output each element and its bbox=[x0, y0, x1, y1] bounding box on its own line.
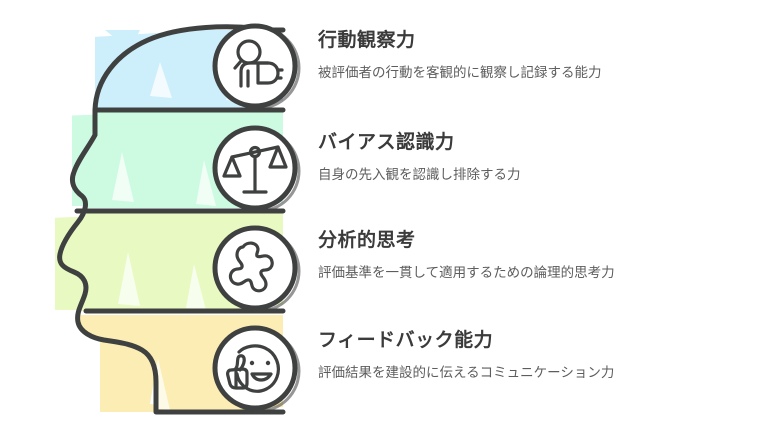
skill-item-2: 分析的思考 評価基準を一貫して適用するための論理的思考力 bbox=[318, 228, 615, 283]
skill-desc-1: 自身の先入観を認識し排除する力 bbox=[318, 167, 521, 182]
skill-desc-2: 評価基準を一貫して適用するための論理的思考力 bbox=[318, 265, 615, 280]
skill-title-2: 分析的思考 bbox=[318, 230, 416, 251]
smiley-thumbs-up-icon bbox=[226, 344, 280, 393]
skill-title-3: フィードバック能力 bbox=[318, 330, 494, 351]
badge-analytical-thinking[interactable] bbox=[212, 225, 301, 313]
skill-item-0: 行動観察力 被評価者の行動を客観的に観察し記録する能力 bbox=[318, 28, 602, 83]
balance-scales-icon bbox=[222, 145, 288, 194]
person-magnifier-icon bbox=[233, 39, 284, 88]
puzzle-piece-icon bbox=[228, 241, 274, 293]
skill-desc-0: 被評価者の行動を客観的に観察し記録する能力 bbox=[318, 65, 602, 80]
badge-bias-awareness[interactable] bbox=[212, 125, 301, 213]
skill-title-0: 行動観察力 bbox=[318, 30, 416, 51]
badge-behavior-observation[interactable] bbox=[212, 23, 301, 110]
head-outline bbox=[57, 24, 275, 415]
skill-item-1: バイアス認識力 自身の先入観を認識し排除する力 bbox=[318, 130, 521, 185]
skill-title-1: バイアス認識力 bbox=[318, 132, 455, 153]
badge-feedback-ability[interactable] bbox=[212, 325, 301, 413]
band-dividers bbox=[74, 107, 265, 314]
skill-desc-3: 評価結果を建設的に伝えるコミュニケーション力 bbox=[318, 365, 615, 380]
skill-item-3: フィードバック能力 評価結果を建設的に伝えるコミュニケーション力 bbox=[318, 328, 614, 383]
